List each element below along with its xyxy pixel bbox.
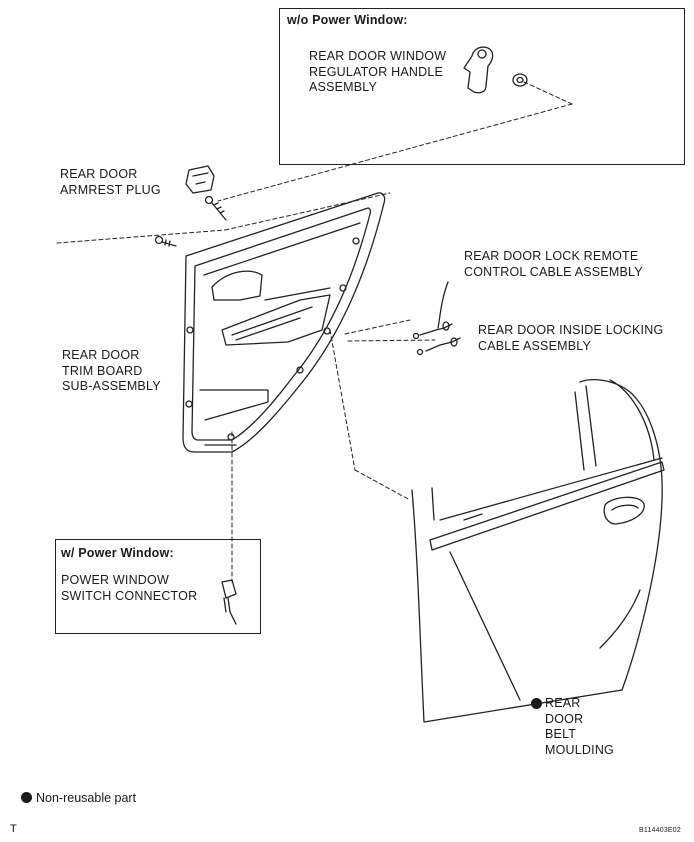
trim-board-drawing — [182, 192, 386, 453]
belt-moulding-label: REAR DOOR BELT MOULDING — [545, 696, 614, 757]
non-reusable-dot-icon — [531, 698, 542, 709]
figure-code: B114403E02 — [639, 827, 681, 834]
w-power-window-box: w/ Power Window: POWER WINDOW SWITCH CON… — [55, 539, 261, 634]
window-regulator-handle-label: REAR DOOR WINDOW REGULATOR HANDLE ASSEMB… — [309, 49, 447, 94]
w-power-window-box-title: w/ Power Window: — [61, 546, 174, 560]
wo-power-window-box-title: w/o Power Window: — [287, 13, 408, 27]
dashed-assembly-lines — [56, 81, 573, 583]
wo-power-window-box: w/o Power Window: REAR DOOR WINDOW REGUL… — [279, 8, 685, 165]
trim-board-label: REAR DOOR TRIM BOARD SUB-ASSEMBLY — [62, 348, 161, 393]
switch-connector-drawing — [221, 579, 237, 625]
window-regulator-handle-drawing — [463, 46, 528, 94]
cable-assemblies-drawing — [412, 281, 461, 356]
corner-mark: T — [10, 823, 17, 835]
armrest-plug-label: REAR DOOR ARMREST PLUG — [60, 167, 161, 197]
legend-dot-icon — [21, 792, 32, 803]
legend-non-reusable-label: Non-reusable part — [36, 791, 137, 805]
armrest-plug-drawing — [185, 165, 215, 194]
switch-connector-label: POWER WINDOW SWITCH CONNECTOR — [61, 573, 198, 603]
rear-door-drawing — [411, 379, 665, 723]
lock-remote-cable-label: REAR DOOR LOCK REMOTE CONTROL CABLE ASSE… — [464, 249, 643, 279]
legend: Non-reusable part — [21, 791, 136, 805]
screw-drawing — [154, 195, 227, 247]
inside-locking-cable-label: REAR DOOR INSIDE LOCKING CABLE ASSEMBLY — [478, 323, 664, 353]
